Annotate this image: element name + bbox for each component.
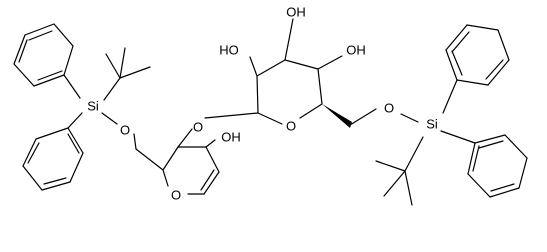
bond-glycosidic	[204, 112, 259, 119]
bond	[103, 77, 121, 101]
bond	[41, 181, 71, 191]
bond-c3-c2	[205, 146, 220, 173]
bond	[474, 134, 506, 144]
bond	[404, 136, 424, 172]
bond	[504, 134, 528, 159]
atom-label-oh-top: OH	[286, 5, 306, 20]
bond-ch2-o	[349, 108, 377, 126]
bond-c2-oh	[249, 56, 258, 77]
bond-o-si	[400, 113, 419, 123]
bond-c5-c4	[162, 146, 179, 171]
bond	[487, 59, 510, 86]
bond-o-ch2	[133, 133, 137, 150]
bond-ch2-c5	[135, 148, 164, 171]
bond-c2-c3	[256, 59, 286, 77]
aromatic-double-bond	[490, 183, 515, 192]
glucal-ring	[162, 146, 220, 195]
atom-label-oh-glucal: OH	[221, 130, 241, 145]
bond	[404, 170, 413, 206]
bond	[375, 160, 406, 172]
aromatic-double-bond	[451, 50, 463, 76]
tert-butyl-left	[103, 47, 151, 101]
aromatic-double-bond	[478, 140, 504, 149]
phenyl-ring-lower-left	[22, 127, 84, 191]
bond	[383, 170, 406, 197]
aromatic-double-bond	[43, 177, 67, 185]
bond	[63, 45, 74, 76]
bond-c3-c4	[284, 59, 319, 70]
atom-label-o-ring-glucal: O	[171, 188, 181, 203]
aromatic-double-bond	[28, 30, 53, 41]
bond	[119, 47, 126, 79]
aromatic-double-bond	[37, 70, 63, 81]
bond-phenyl-to-si	[440, 130, 476, 144]
bond-c3-oh	[284, 18, 294, 61]
bond	[13, 63, 35, 87]
bond	[467, 142, 476, 175]
bond	[13, 34, 26, 65]
bond	[445, 49, 458, 81]
aromatic-double-bond	[451, 31, 470, 53]
bond	[467, 173, 491, 198]
aromatic-double-bond	[18, 39, 28, 63]
bond	[518, 157, 528, 189]
atom-label-si-right: Si	[426, 117, 438, 132]
bond	[69, 152, 84, 183]
atom-label-si-left: Si	[87, 99, 99, 114]
bond-phenyl-to-si	[67, 112, 83, 129]
bond-c3-oh	[205, 139, 216, 148]
bond	[33, 74, 65, 87]
atom-label-o-silyl-ether-right: O	[384, 101, 394, 116]
phenyl-ring-upper-right	[445, 24, 510, 86]
bond-c5-o	[299, 103, 323, 119]
bond-si-o	[101, 112, 118, 125]
bond-o-c1	[257, 112, 283, 125]
double-bond-c1-c2	[200, 169, 215, 191]
aromatic-double-bond	[27, 142, 40, 164]
aromatic-double-bond	[67, 133, 80, 154]
bond	[119, 66, 151, 79]
bond	[105, 53, 121, 79]
atom-label-oh-upper-right: OH	[346, 43, 366, 58]
pyranose-ring	[256, 59, 323, 125]
bond	[489, 187, 520, 198]
bond	[466, 24, 499, 31]
phenyl-ring-upper-left	[13, 23, 74, 87]
bond-phenyl-to-si	[63, 74, 81, 99]
atom-label-o-silyl-ether-left: O	[120, 123, 130, 138]
tert-butyl-right	[375, 136, 424, 206]
bond-o-c5	[162, 169, 169, 187]
bond-c1-c2	[256, 75, 259, 114]
atom-label-o-glycosidic: O	[193, 120, 203, 135]
bond	[22, 165, 43, 191]
bond	[445, 24, 468, 51]
atom-label-oh-upper-left: HO	[219, 43, 239, 58]
atom-label-o-ring-sugar: O	[286, 119, 296, 134]
bond	[456, 79, 489, 86]
bond-c4-glycosidic-o	[177, 128, 193, 148]
bond-c4-oh	[317, 55, 343, 70]
bond	[67, 127, 84, 154]
bond-c4-c5	[317, 68, 323, 105]
bond	[22, 138, 37, 167]
aromatic-double-bond	[485, 59, 504, 80]
bond-phenyl-to-si	[442, 79, 458, 114]
bond	[35, 127, 69, 140]
bond	[24, 23, 55, 36]
phenyl-ring-lower-right	[467, 134, 528, 198]
aromatic-double-bond	[472, 145, 480, 172]
bond	[497, 29, 510, 61]
bond	[53, 23, 74, 47]
bond-c2-c1	[203, 171, 220, 195]
wedge-bond	[322, 104, 352, 128]
